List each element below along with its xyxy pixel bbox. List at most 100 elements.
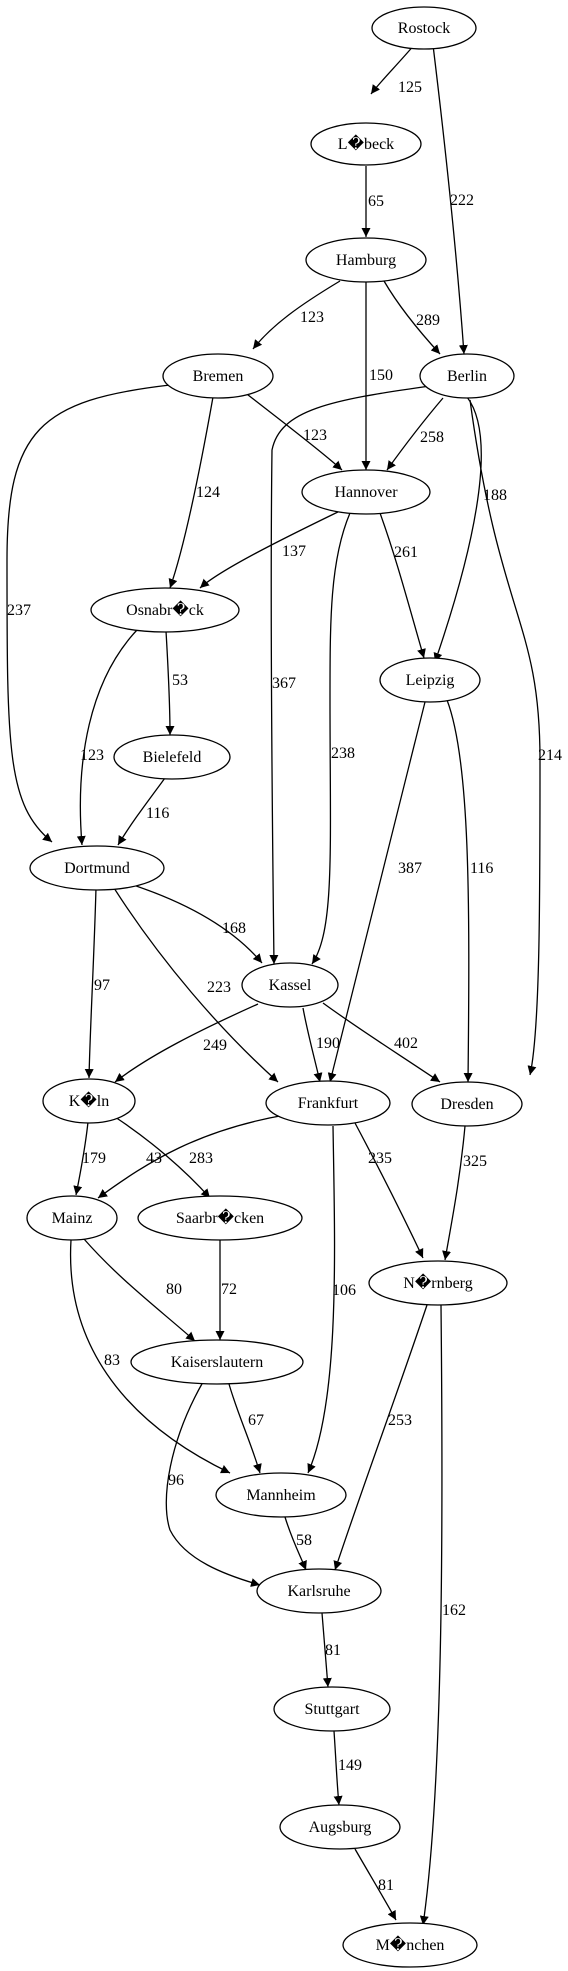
edge-saarbruecken-kaiserslautern: 72 <box>215 1240 237 1340</box>
node-frankfurt: Frankfurt <box>265 1080 391 1126</box>
node-stuttgart: Stuttgart <box>273 1686 391 1732</box>
edge-saarbruecken-kaiserslautern-label: 72 <box>221 1281 237 1298</box>
edge-kaiserslautern-karlsruhe: 96 <box>165 1381 261 1587</box>
edge-nuernberg-muenchen: 162 <box>419 1304 466 1926</box>
edge-koeln-mainz: 179 <box>73 1121 106 1196</box>
node-kassel-shape <box>241 962 339 1008</box>
edge-rostock-berlin: 222 <box>432 44 474 355</box>
edge-frankfurt-nuernberg-line <box>354 1122 424 1259</box>
node-stuttgart-shape <box>273 1686 391 1732</box>
edge-mannheim-karlsruhe-line <box>284 1516 307 1571</box>
edge-frankfurt-mainz-line <box>97 1114 286 1199</box>
node-leipzig: Leipzig <box>379 657 481 703</box>
edge-kassel-dresden-label: 402 <box>394 1035 418 1052</box>
node-hannover-shape <box>301 469 431 515</box>
edge-hannover-osnabrueck-label: 137 <box>282 543 306 560</box>
edge-hamburg-berlin: 289 <box>383 280 441 355</box>
node-karlsruhe-label: Karlsruhe <box>287 1583 350 1600</box>
node-hannover-label: Hannover <box>334 484 398 501</box>
edge-mainz-kaiserslautern-line <box>83 1238 196 1342</box>
node-saarbruecken-label: Saarbr�cken <box>176 1208 264 1227</box>
edge-berlin-hannover-label: 258 <box>420 429 444 446</box>
node-mainz-shape <box>26 1195 118 1241</box>
edge-frankfurt-mainz-label: 43 <box>146 1150 162 1167</box>
edge-frankfurt-mannheim: 106 <box>307 1125 356 1474</box>
edge-koeln-mainz-line <box>73 1121 89 1196</box>
node-mannheim: Mannheim <box>215 1472 347 1518</box>
edge-mannheim-karlsruhe-label: 58 <box>296 1532 312 1549</box>
node-augsburg-shape <box>279 1804 401 1850</box>
edge-dortmund-frankfurt-line <box>113 887 279 1083</box>
node-luebeck-label: L�beck <box>338 134 394 153</box>
edge-hamburg-hannover: 150 <box>361 282 393 470</box>
node-muenchen-label: M�nchen <box>376 1935 445 1954</box>
node-dortmund: Dortmund <box>29 845 165 891</box>
edge-hamburg-berlin-label: 289 <box>416 312 440 329</box>
edge-luebeck-hamburg-label: 65 <box>368 193 384 210</box>
edge-bremen-dortmund: 237 <box>6 384 171 843</box>
edge-stuttgart-augsburg-label: 149 <box>338 1757 362 1774</box>
edge-hamburg-hannover-label: 150 <box>369 367 393 384</box>
edge-mainz-mannheim: 83 <box>69 1239 231 1474</box>
edge-berlin-hannover-line <box>386 397 444 471</box>
node-osnabrueck: Osnabr�ck <box>90 587 240 633</box>
edge-leipzig-dresden-line <box>446 699 473 1083</box>
edge-hamburg-berlin-line <box>383 280 441 355</box>
edge-dortmund-kassel-label: 168 <box>222 920 246 937</box>
edge-leipzig-dresden-label: 116 <box>470 860 493 877</box>
edge-kaiserslautern-mannheim-line <box>228 1383 262 1474</box>
node-kassel: Kassel <box>241 962 339 1008</box>
edge-bremen-osnabrueck-line <box>168 396 214 589</box>
node-kaiserslautern-label: Kaiserslautern <box>171 1354 263 1371</box>
edge-mannheim-karlsruhe: 58 <box>284 1516 312 1571</box>
edge-bremen-osnabrueck: 124 <box>168 396 220 589</box>
node-koeln-shape <box>42 1078 136 1124</box>
edge-koeln-saarbruecken: 283 <box>114 1116 213 1199</box>
edge-mainz-mannheim-label: 83 <box>104 1352 120 1369</box>
edge-stuttgart-augsburg: 149 <box>333 1730 362 1806</box>
node-berlin-shape <box>419 353 515 399</box>
node-mannheim-label: Mannheim <box>246 1487 316 1504</box>
edge-mainz-kaiserslautern-label: 80 <box>166 1281 182 1298</box>
edge-hannover-osnabrueck: 137 <box>199 509 343 589</box>
edge-berlin-kassel-label: 367 <box>272 675 296 692</box>
edge-bremen-hannover-label: 123 <box>303 427 327 444</box>
edge-frankfurt-mainz: 43 <box>97 1114 286 1199</box>
edge-dortmund-koeln-line <box>84 887 97 1079</box>
node-karlsruhe: Karlsruhe <box>256 1568 382 1614</box>
edge-osnabrueck-bielefeld-line <box>165 630 175 736</box>
edge-rostock-luebeck-line <box>370 43 416 95</box>
edge-frankfurt-nuernberg-label: 235 <box>368 1150 392 1167</box>
edge-kaiserslautern-karlsruhe-label: 96 <box>168 1472 184 1489</box>
node-bielefeld-label: Bielefeld <box>143 749 202 766</box>
node-frankfurt-label: Frankfurt <box>298 1095 359 1112</box>
edge-koeln-saarbruecken-line <box>114 1116 211 1199</box>
node-dresden-label: Dresden <box>440 1096 493 1113</box>
node-osnabrueck-shape <box>90 587 240 633</box>
edge-berlin-dresden: 214 <box>469 399 562 1076</box>
edge-dortmund-kassel: 168 <box>126 882 263 964</box>
edge-hannover-kassel-line <box>311 512 351 965</box>
edge-stuttgart-augsburg-line <box>333 1730 343 1806</box>
node-bielefeld-shape <box>113 734 231 780</box>
edge-frankfurt-mannheim-line <box>307 1125 336 1474</box>
edge-karlsruhe-stuttgart-line <box>321 1612 332 1688</box>
edge-nuernberg-muenchen-label: 162 <box>442 1602 466 1619</box>
edge-kassel-frankfurt-line <box>302 1007 323 1083</box>
edge-berlin-leipzig-label: 188 <box>483 487 507 504</box>
node-kaiserslautern: Kaiserslautern <box>130 1339 304 1385</box>
edge-nuernberg-muenchen-line <box>419 1304 443 1926</box>
node-dresden-shape <box>411 1081 523 1127</box>
edge-rostock-berlin-label: 222 <box>450 192 474 209</box>
edge-berlin-kassel-line <box>269 385 431 965</box>
node-kassel-label: Kassel <box>269 977 312 994</box>
edge-berlin-leipzig-line <box>433 396 482 663</box>
edge-osnabrueck-dortmund: 123 <box>76 629 138 846</box>
edge-bremen-dortmund-label: 237 <box>7 602 31 619</box>
edge-karlsruhe-stuttgart-label: 81 <box>325 1642 341 1659</box>
node-augsburg: Augsburg <box>279 1804 401 1850</box>
node-leipzig-label: Leipzig <box>406 672 455 689</box>
edge-mainz-mannheim-line <box>69 1239 231 1474</box>
edge-koeln-saarbruecken-label: 283 <box>189 1150 213 1167</box>
